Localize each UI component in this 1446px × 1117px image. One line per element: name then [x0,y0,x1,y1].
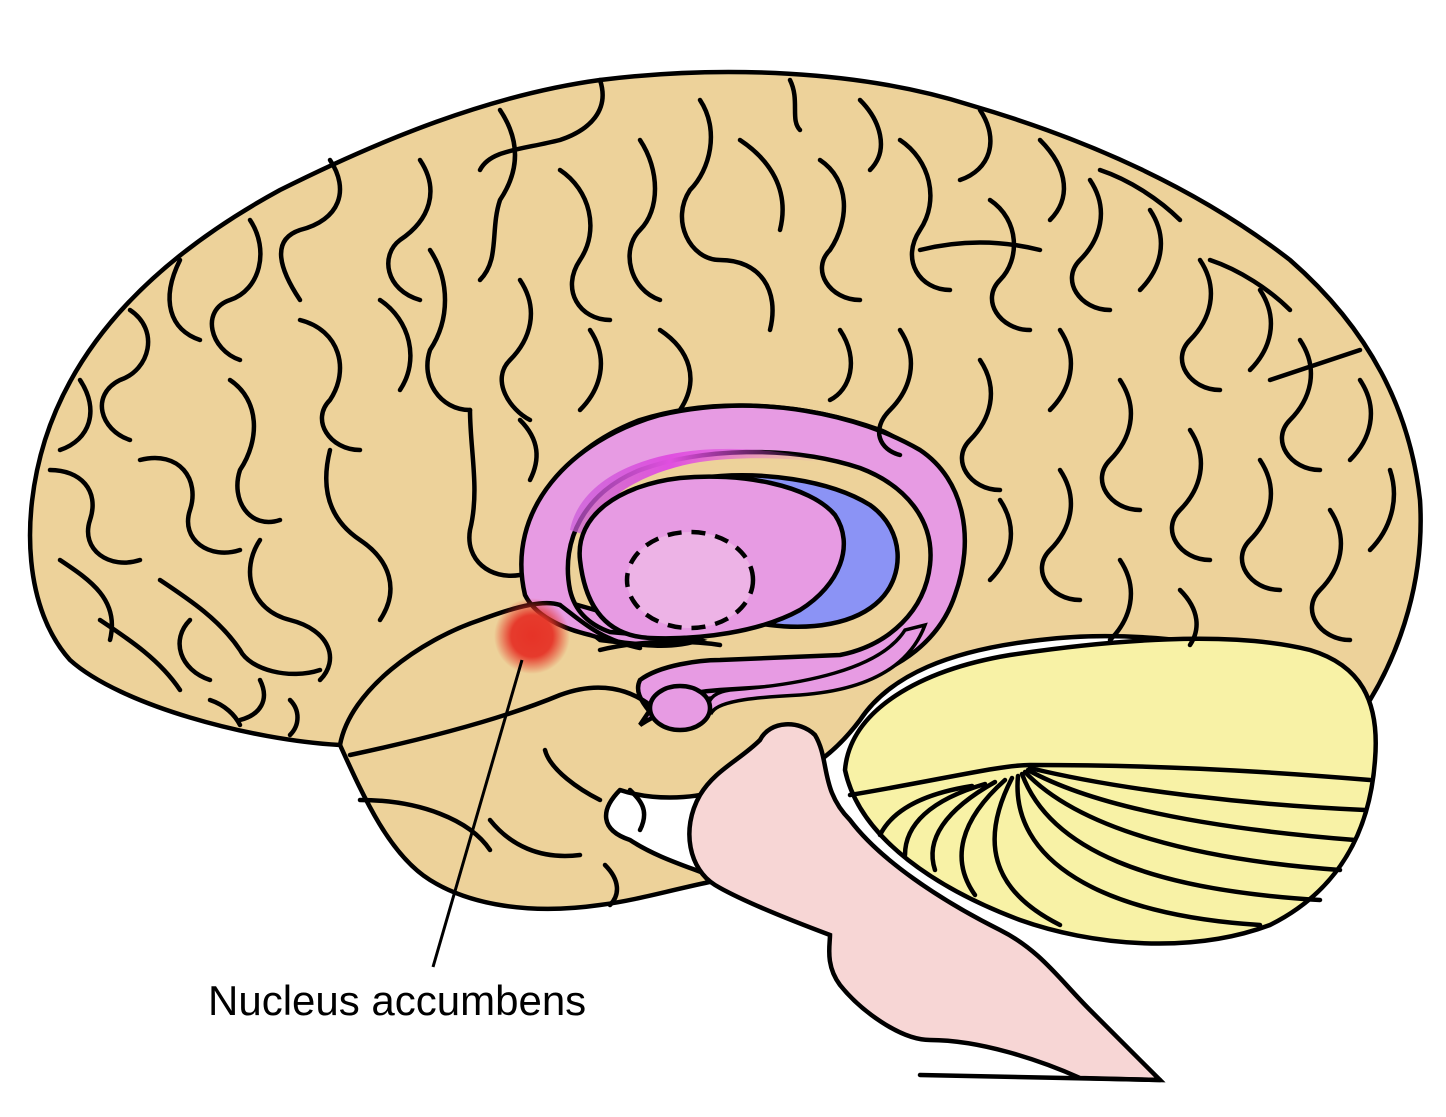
label-leader-line [431,659,524,968]
brainstem-edge [917,1072,1163,1083]
cerebellum [842,636,1378,946]
mammillary-body [647,683,713,733]
brainstem [687,722,1166,1083]
inner-thalamic-nucleus [624,529,756,631]
fornix-highlight [570,448,820,535]
nucleus-accumbens [494,598,570,674]
cortical-sulci [47,77,1397,738]
cerebellar-folia [847,762,1373,928]
nucleus-accumbens-label: Nucleus accumbens [208,977,586,1024]
fornix-tail [706,622,928,716]
